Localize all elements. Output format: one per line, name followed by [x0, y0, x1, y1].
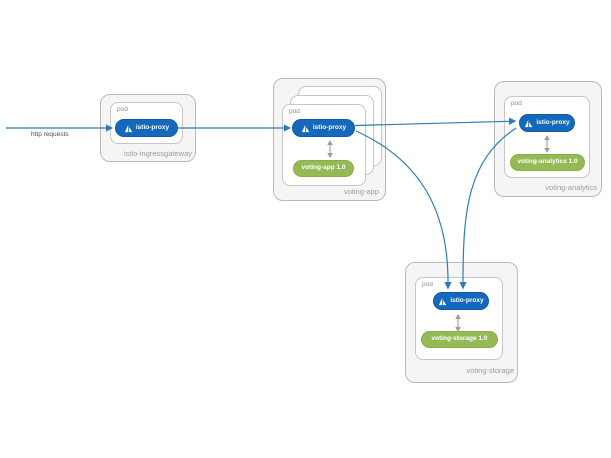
- istio-proxy-pill-ingressgateway: istio-proxy: [115, 119, 178, 137]
- group-label-voting-analytics: voting-analytics: [545, 183, 597, 192]
- istio-proxy-label: istio-proxy: [536, 118, 570, 126]
- istio-proxy-pill-voting-analytics: istio-proxy: [519, 114, 575, 132]
- pod-label-voting-analytics: pod: [511, 100, 522, 107]
- pod-label-ingressgateway: pod: [117, 106, 128, 113]
- istio-sail-icon: [439, 297, 447, 305]
- group-label-ingressgateway: istio-ingressgateway: [124, 149, 192, 158]
- pod-label-voting-storage: pod: [422, 281, 433, 288]
- http-requests-label: http requests: [31, 131, 69, 138]
- group-label-voting-app: voting-app: [343, 187, 379, 196]
- istio-proxy-pill-voting-storage: istio-proxy: [433, 292, 489, 310]
- voting-storage-container-pill: voting-storage 1.0: [421, 331, 498, 348]
- istio-proxy-label: istio-proxy: [450, 296, 484, 304]
- group-label-voting-storage: voting-storage: [466, 366, 514, 375]
- voting-analytics-container-pill: voting-analytics 1.0: [510, 154, 585, 171]
- istio-sail-icon: [525, 119, 533, 127]
- voting-analytics-label: voting-analytics 1.0: [517, 158, 578, 166]
- istio-proxy-pill-voting-app: istio-proxy: [292, 119, 355, 137]
- istio-sail-icon: [124, 124, 133, 132]
- istio-proxy-label: istio-proxy: [312, 123, 347, 131]
- voting-storage-label: voting-storage 1.0: [431, 335, 488, 343]
- voting-app-label: voting-app 1.0: [301, 164, 346, 172]
- pod-label-voting-app: pod: [289, 108, 300, 115]
- voting-app-container-pill: voting-app 1.0: [293, 160, 354, 177]
- istio-sail-icon: [301, 124, 310, 132]
- istio-proxy-label: istio-proxy: [135, 123, 170, 131]
